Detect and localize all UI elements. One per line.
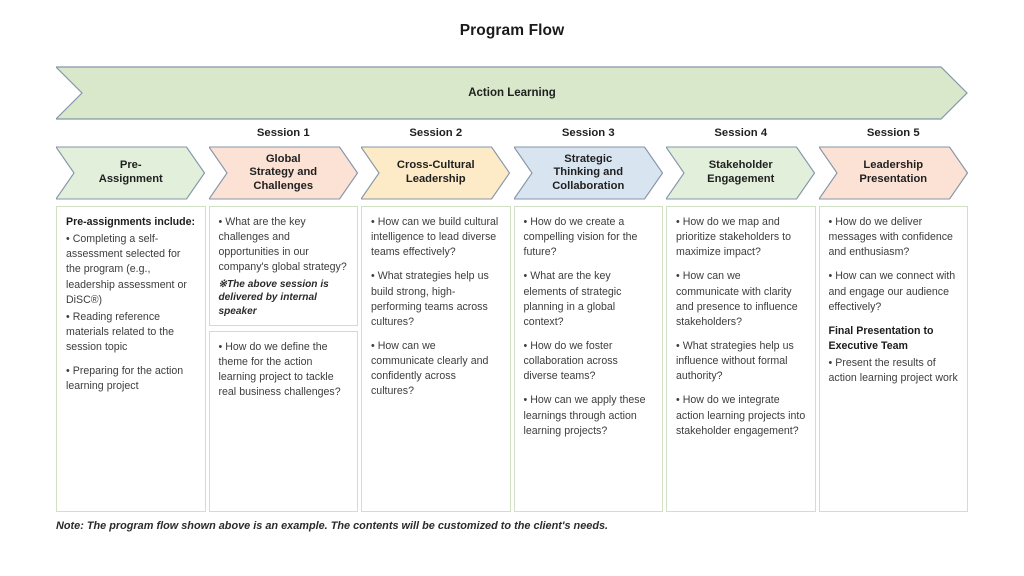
content-card: • How do we map and prioritize stakehold… xyxy=(666,206,816,512)
content-paragraph: • Preparing for the action learning proj… xyxy=(66,365,184,393)
content-paragraph: • What strategies help us build strong, … xyxy=(371,270,489,328)
content-paragraph: • How do we deliver messages with confid… xyxy=(828,216,953,259)
session-label-row: Session 1 Session 2 Session 3 Session 4 Sess… xyxy=(56,127,968,145)
content-paragraph: • How do we integrate action learning pr… xyxy=(676,394,806,437)
content-column-session-4: • How do we map and prioritize stakehold… xyxy=(666,206,816,512)
content-column-session-5: • How do we deliver messages with confid… xyxy=(818,206,968,512)
content-paragraph: Pre-assignments include: xyxy=(66,216,196,228)
content-paragraph: • How do we define the theme for the act… xyxy=(218,340,341,399)
session-label-6: Session 5 xyxy=(866,127,920,139)
content-paragraph: • How can we connect with and engage our… xyxy=(828,270,956,313)
chevron-shape xyxy=(513,146,663,200)
content-paragraph: • How do we create a compelling vision f… xyxy=(523,216,638,259)
content-column-session-2: • How can we build cultural intelligence… xyxy=(361,206,511,512)
content-paragraph: • How do we map and prioritize stakehold… xyxy=(676,216,792,259)
chevron-shape xyxy=(208,146,358,200)
content-card: • What are the key challenges and opport… xyxy=(208,206,358,326)
content-paragraph: • What strategies help us influence with… xyxy=(676,339,794,383)
content-paragraph: • What are the key elements of strategic… xyxy=(523,270,622,328)
session-label-3: Session 2 xyxy=(409,127,463,139)
content-paragraph: • How can we apply these learnings throu… xyxy=(523,394,646,437)
session-label-4: Session 3 xyxy=(561,127,615,139)
content-paragraph: • What are the key challenges and opport… xyxy=(218,216,347,274)
content-paragraph: • How can we communicate with clarity an… xyxy=(676,270,798,328)
page-title: Program Flow xyxy=(459,22,565,39)
content-card: • How do we create a compelling vision f… xyxy=(513,206,663,512)
content-paragraph: • Reading reference materials related to… xyxy=(66,310,175,354)
content-column-session-1: • What are the key challenges and opport… xyxy=(208,206,358,512)
content-paragraph: ※The above session is delivered by inter… xyxy=(218,278,329,317)
banner-shape xyxy=(56,66,968,120)
content-card: • How do we define the theme for the act… xyxy=(208,330,358,512)
content-paragraph: • Completing a self-assessment selected … xyxy=(66,233,187,306)
stage-content-columns: Pre-assignments include: • Completing a s… xyxy=(56,206,968,512)
content-paragraph: • How can we communicate clearly and con… xyxy=(371,339,489,398)
banner-label: Action Learning xyxy=(468,87,556,99)
footnote: Note: The program flow shown above is an… xyxy=(56,520,609,532)
content-card: Pre-assignments include: • Completing a s… xyxy=(56,206,206,512)
content-paragraph: Final Presentation to Executive Team xyxy=(828,324,934,352)
session-label-2: Session 1 xyxy=(256,127,310,139)
content-column-session-3: • How do we create a compelling vision f… xyxy=(513,206,663,512)
chevron-shape xyxy=(56,146,206,200)
stage-chevron-1[interactable]: Pre-Assignment xyxy=(56,146,206,200)
chevron-shape xyxy=(818,146,968,200)
chevron-shape xyxy=(666,146,816,200)
content-column-pre-assignment: Pre-assignments include: • Completing a s… xyxy=(56,206,206,512)
content-paragraph: • How can we build cultural intelligence… xyxy=(371,216,499,259)
action-learning-banner: Action Learning xyxy=(56,66,968,120)
content-card: • How do we deliver messages with confid… xyxy=(818,206,968,512)
chevron-shape xyxy=(361,146,511,200)
session-label-5: Session 4 xyxy=(714,127,768,139)
content-card: • How can we build cultural intelligence… xyxy=(361,206,511,512)
content-paragraph: • How do we foster collaboration across … xyxy=(523,339,618,383)
content-paragraph: • Present the results of action learning… xyxy=(828,357,958,385)
